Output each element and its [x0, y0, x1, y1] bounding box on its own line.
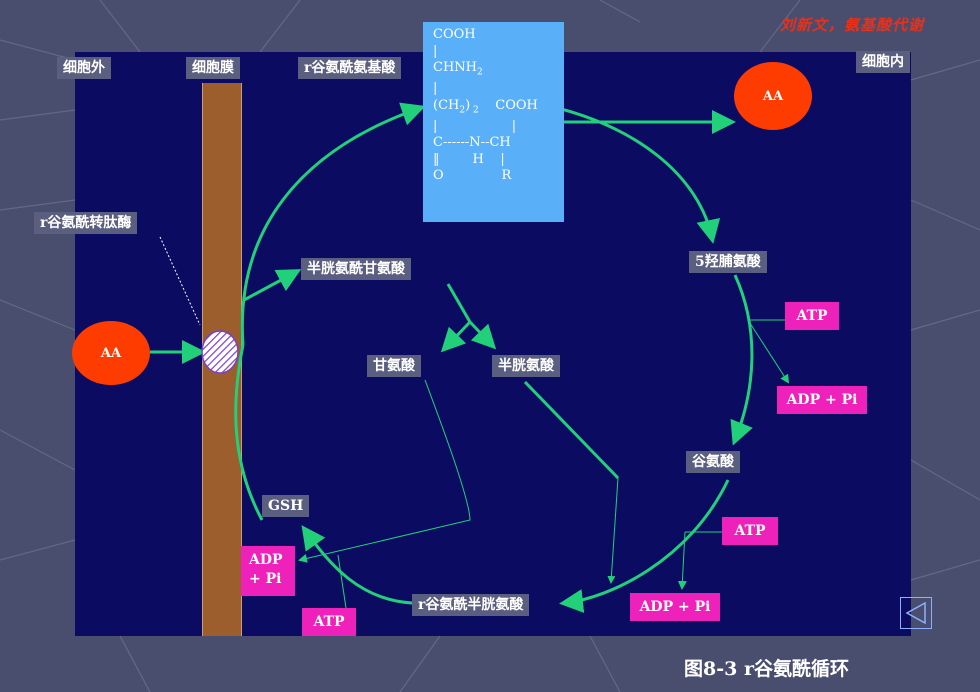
- label-cysteine: 半胱氨酸: [492, 355, 560, 377]
- molecule-line-4: |: [433, 81, 438, 97]
- molecule-sub-2: 2: [477, 67, 483, 78]
- atp-badge-2: ATP: [722, 517, 778, 545]
- molecule-line-1: COOH: [433, 27, 476, 42]
- atp-badge-3: ATP: [302, 608, 356, 636]
- figure-caption: 图8-3 r谷氨酰循环: [684, 658, 849, 680]
- molecule-line-3: CHNH2: [433, 60, 564, 81]
- label-glutamate: 谷氨酸: [686, 451, 740, 473]
- adp-pi-badge-3: ADP + Pi: [241, 546, 295, 596]
- label-gamma-glu-cys: r谷氨酰半胱氨酸: [412, 594, 530, 616]
- label-cell-membrane: 细胞膜: [186, 57, 240, 79]
- molecule-ch: (CH: [433, 97, 460, 113]
- molecule-cooh: COOH: [478, 97, 538, 113]
- molecule-sub-2c: 2: [470, 105, 479, 116]
- back-button[interactable]: [900, 597, 932, 629]
- molecule-paren: ): [465, 97, 471, 113]
- adp-pi-badge-1: ADP + Pi: [777, 386, 867, 414]
- triangle-left-icon: [905, 601, 926, 625]
- molecule-line-2: |: [433, 43, 438, 59]
- molecule-line-5: (CH2) 2 COOH: [433, 98, 564, 119]
- aa-inside-circle: AA: [734, 62, 812, 130]
- label-cysteinylglycine: 半胱氨酰甘氨酸: [301, 258, 411, 280]
- adp-line: ADP: [249, 552, 283, 568]
- label-outside-cell: 细胞外: [57, 57, 111, 79]
- label-oxoproline: 5羟脯氨酸: [689, 251, 767, 273]
- molecule-line-6: | |: [433, 118, 517, 134]
- molecule-line-7: C------N--CH: [433, 135, 511, 151]
- pi-line: + Pi: [249, 571, 282, 587]
- molecule-structure-box: COOH | CHNH2 | (CH2) 2 COOH | | C------N…: [423, 22, 564, 222]
- label-gamma-glutamyl-aa: r谷氨酰氨基酸: [298, 57, 402, 79]
- molecule-line-9: O R: [433, 168, 512, 184]
- aa-outside-circle: AA: [72, 321, 150, 385]
- adp-pi-badge-2: ADP + Pi: [630, 593, 720, 621]
- molecule-sub-2b: 2: [459, 105, 466, 116]
- label-glycine: 甘氨酸: [367, 355, 421, 377]
- author-note: 刘新文，氨基酸代谢: [779, 16, 924, 34]
- label-gsh: GSH: [262, 495, 310, 517]
- label-inside-cell: 细胞内: [856, 51, 910, 73]
- molecule-chnh: CHNH: [433, 60, 477, 75]
- label-transferase: r谷氨酰转肽酶: [34, 212, 138, 234]
- molecule-line-8: ‖ H |: [433, 151, 505, 167]
- atp-badge-1: ATP: [785, 302, 839, 330]
